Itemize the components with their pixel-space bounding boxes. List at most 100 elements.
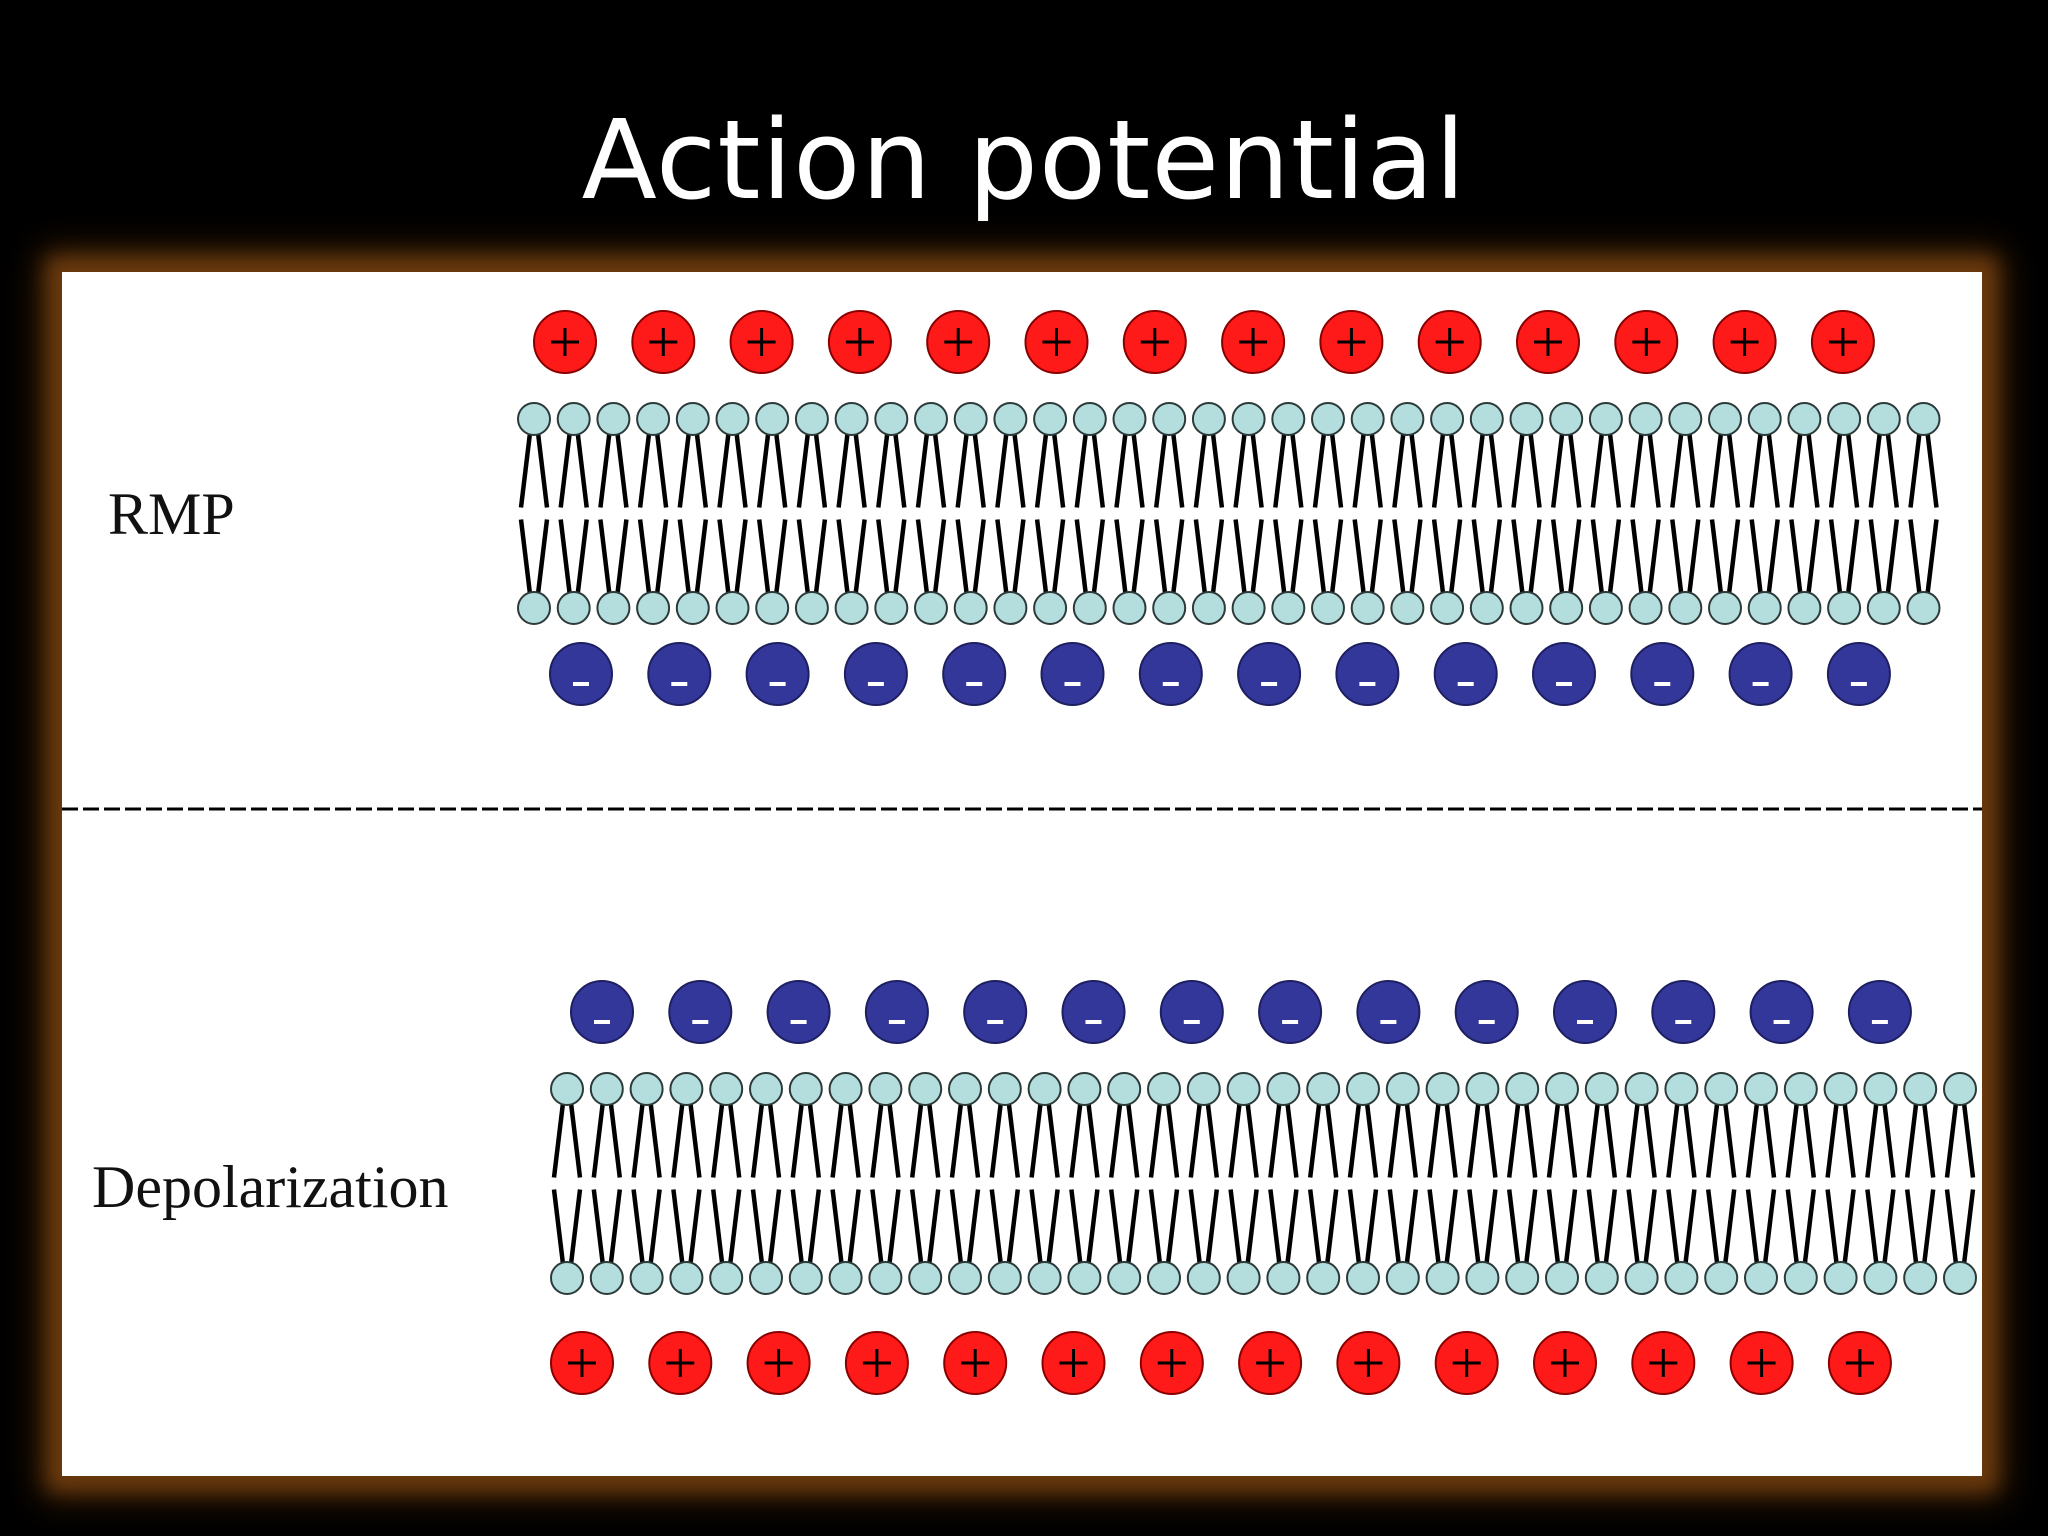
depolarization-outer-ions: [570, 980, 1912, 1044]
depolarization-lipid-tail: [1666, 1102, 1680, 1178]
rmp-lipid-head: [1906, 402, 1941, 436]
depolarization-lipid-tail: [631, 1102, 645, 1178]
depolarization-outer-negative-ion: [1258, 980, 1323, 1044]
depolarization-lipid-tail: [1205, 1189, 1220, 1265]
rmp-lipid-tail: [1511, 432, 1525, 508]
rmp-lipid-head: [1827, 591, 1862, 625]
rmp-lipid-tail: [717, 432, 731, 508]
rmp-lipid-tail: [995, 519, 1009, 595]
depolarization-lipid-head: [1027, 1072, 1062, 1106]
depolarization-outer-negative-ion: [1553, 980, 1617, 1044]
rmp-lipid-head: [556, 402, 591, 436]
rmp-lipid-tail: [1114, 519, 1128, 595]
depolarization-lipid-tail: [1205, 1102, 1220, 1178]
rmp-lipid-tail: [1908, 519, 1922, 595]
depolarization-lipid-tail: [830, 1189, 844, 1265]
rmp-lipid-head: [1112, 591, 1147, 625]
depolarization-lipid-tail: [1046, 1102, 1060, 1178]
depolarization-lipid-tail: [1086, 1102, 1100, 1178]
rmp-lipid-head: [1668, 591, 1703, 625]
depolarization-outer-negative-ion: [1159, 980, 1224, 1044]
depolarization-lipid-tail: [1944, 1189, 1959, 1265]
rmp-lipid-head: [1747, 402, 1782, 436]
depolarization-lipid-tail: [790, 1102, 805, 1178]
rmp-lipid-tail: [1488, 432, 1503, 508]
depolarization-inner-positive-ion: [1827, 1331, 1892, 1395]
depolarization-lipid-tail: [870, 1189, 884, 1265]
rmp-lipid-tail: [1273, 432, 1287, 508]
depolarization-lipid-head: [1186, 1261, 1221, 1295]
rmp-lipid-head: [755, 591, 790, 625]
rmp-lipid-head: [993, 591, 1028, 625]
depolarization-lipid-tail: [671, 1102, 685, 1178]
rmp-lipid-head: [1390, 402, 1425, 436]
rmp-lipid-head: [1469, 591, 1504, 625]
depolarization-lipid-tail: [551, 1102, 566, 1178]
rmp-outer-positive-ion: [1221, 310, 1286, 374]
rmp-lipid-tail: [615, 519, 629, 595]
depolarization-lipid-tail: [608, 1102, 623, 1178]
depolarization-lipid-tail: [1802, 1102, 1817, 1178]
rmp-inner-negative-ion: [1728, 642, 1793, 706]
rmp-lipid-tail: [1806, 432, 1820, 508]
rmp-lipid-tail: [1471, 519, 1486, 595]
rmp-lipid-tail: [677, 432, 692, 508]
rmp-lipid-tail: [535, 519, 550, 595]
depolarization-lipid-head: [1783, 1261, 1818, 1295]
depolarization-lipid-tail: [1404, 1102, 1419, 1178]
rmp-lipid-tail: [518, 519, 533, 595]
depolarization-lipid-tail: [989, 1189, 1004, 1265]
depolarization-lipid-tail: [671, 1189, 685, 1265]
rmp-lipid-head: [1469, 402, 1504, 436]
rmp-lipid-tail: [1885, 432, 1900, 508]
rmp-lipid-head: [1906, 591, 1941, 625]
depolarization-lipid-tail: [568, 1102, 583, 1178]
depolarization-lipid-head: [1505, 1072, 1540, 1106]
rmp-inner-negative-ion: [1138, 642, 1203, 706]
depolarization-lipid-head: [987, 1072, 1022, 1106]
depolarization-lipid-tail: [1108, 1189, 1123, 1265]
rmp-inner-ions: [549, 642, 1891, 706]
rmp-lipid-head: [1271, 402, 1306, 436]
rmp-lipid-tail: [1828, 519, 1843, 595]
depolarization-lipid-head: [669, 1261, 704, 1295]
depolarization-lipid-tail: [949, 1102, 964, 1178]
depolarization-lipid-tail: [1666, 1189, 1680, 1265]
rmp-lipid-tail: [1074, 519, 1089, 595]
rmp-lipid-tail: [1074, 432, 1089, 508]
rmp-lipid-tail: [1409, 519, 1423, 595]
rmp-lipid-head: [517, 591, 551, 625]
depolarization-lipid-tail: [1904, 1189, 1919, 1265]
depolarization-lipid-tail: [591, 1102, 606, 1178]
rmp-lipid-head: [636, 402, 671, 436]
depolarization-lipid-tail: [1683, 1102, 1697, 1178]
rmp-lipid-tail: [1210, 432, 1225, 508]
depolarization-lipid-head: [1385, 1072, 1420, 1106]
rmp-lipid-head: [755, 402, 790, 436]
rmp-inner-negative-ion: [843, 642, 908, 706]
rmp-lipid-head: [675, 402, 710, 436]
rmp-lipid-tail: [1766, 519, 1780, 595]
rmp-lipid-tail: [1409, 432, 1423, 508]
rmp-lipid-tail: [1511, 519, 1525, 595]
rmp-lipid-head: [1231, 402, 1266, 436]
depolarization-lipid-tail: [1188, 1189, 1203, 1265]
depolarization-lipid-head: [788, 1261, 823, 1295]
depolarization-lipid-tail: [1347, 1102, 1362, 1178]
diagram-panel: RMP Depolarization: [62, 272, 1982, 1476]
depolarization-lipid-head: [1863, 1072, 1898, 1106]
depolarization-outer-negative-ion: [1651, 980, 1716, 1044]
rmp-lipid-tail: [1114, 432, 1128, 508]
depolarization-lipid-head: [589, 1072, 624, 1106]
depolarization-lipid-tail: [727, 1189, 742, 1265]
depolarization-lipid-head: [550, 1261, 584, 1295]
rmp-lipid-tail: [1607, 432, 1622, 508]
rmp-lipid-tail: [1670, 519, 1684, 595]
rmp-lipid-head: [953, 402, 988, 436]
rmp-lipid-head: [1628, 402, 1663, 436]
depolarization-state-panel: Depolarization: [92, 980, 1977, 1395]
rmp-lipid-tail: [955, 432, 969, 508]
depolarization-lipid-tail: [1762, 1189, 1777, 1265]
rmp-lipid-tail: [995, 432, 1009, 508]
rmp-lipid-tail: [717, 519, 731, 595]
